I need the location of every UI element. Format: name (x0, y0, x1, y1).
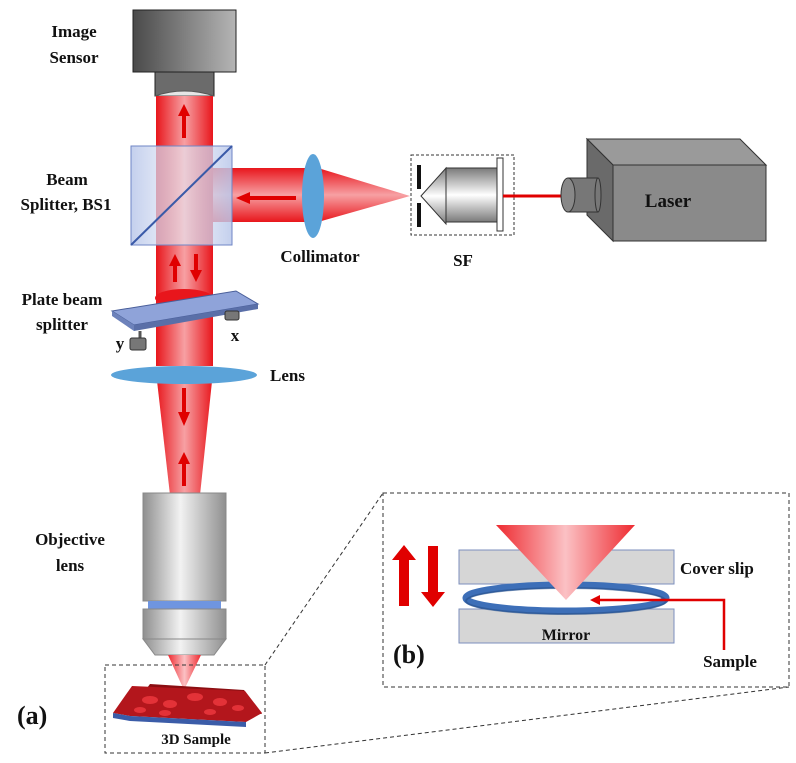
sample-3d (113, 684, 262, 727)
arrow-down-icon (178, 388, 190, 426)
label-laser: Laser (645, 191, 692, 212)
label-lens: Lens (270, 366, 305, 385)
arrow-down-icon (190, 254, 202, 282)
arrow-down-icon (421, 546, 445, 607)
lens (111, 366, 257, 384)
label-image-sensor-1: Image (51, 22, 97, 41)
beam-splitter-bs1 (130, 145, 233, 246)
objective-lens (142, 492, 227, 690)
beam-diverging (318, 168, 410, 222)
focused-beam-cone (496, 525, 635, 600)
label-plate-bs-2: splitter (36, 315, 88, 334)
arrow-left-icon (236, 192, 296, 204)
label-3d-sample: 3D Sample (161, 732, 231, 748)
panel-b-diagram (392, 525, 726, 650)
label-sf: SF (453, 251, 473, 270)
label-image-sensor-2: Sensor (49, 48, 99, 67)
panel-a-label: (a) (17, 701, 47, 730)
plate-beam-splitter (110, 289, 260, 351)
sample-inset-frame (104, 664, 266, 754)
label-axis-x: x (231, 326, 240, 345)
label-beam-splitter-2: Splitter, BS1 (20, 195, 111, 214)
label-axis-y: y (116, 334, 125, 353)
arrow-up-icon (178, 104, 190, 138)
label-objective-2: lens (56, 556, 85, 575)
beam-converging (156, 372, 213, 495)
label-beam-splitter-1: Beam (46, 170, 88, 189)
sample-pointer (596, 598, 726, 650)
label-mirror: Mirror (542, 627, 591, 644)
arrow-up-icon (178, 452, 190, 486)
spatial-filter-sf (410, 154, 567, 236)
collimator-lens (302, 154, 324, 238)
panel-b-frame (382, 492, 790, 688)
label-plate-bs-1: Plate beam (22, 290, 103, 309)
label-sample: Sample (703, 652, 757, 671)
panel-b-label: (b) (393, 640, 425, 669)
image-sensor (132, 9, 237, 97)
label-collimator: Collimator (280, 247, 360, 266)
arrow-up-icon (169, 254, 181, 282)
beam-arrows (169, 104, 296, 486)
label-cover-slip: Cover slip (680, 559, 754, 578)
zoom-line-top (264, 492, 384, 666)
zoom-line-bottom (264, 686, 790, 754)
laser (560, 137, 768, 243)
arrow-up-icon (392, 545, 416, 606)
label-objective-1: Objective (35, 530, 105, 549)
